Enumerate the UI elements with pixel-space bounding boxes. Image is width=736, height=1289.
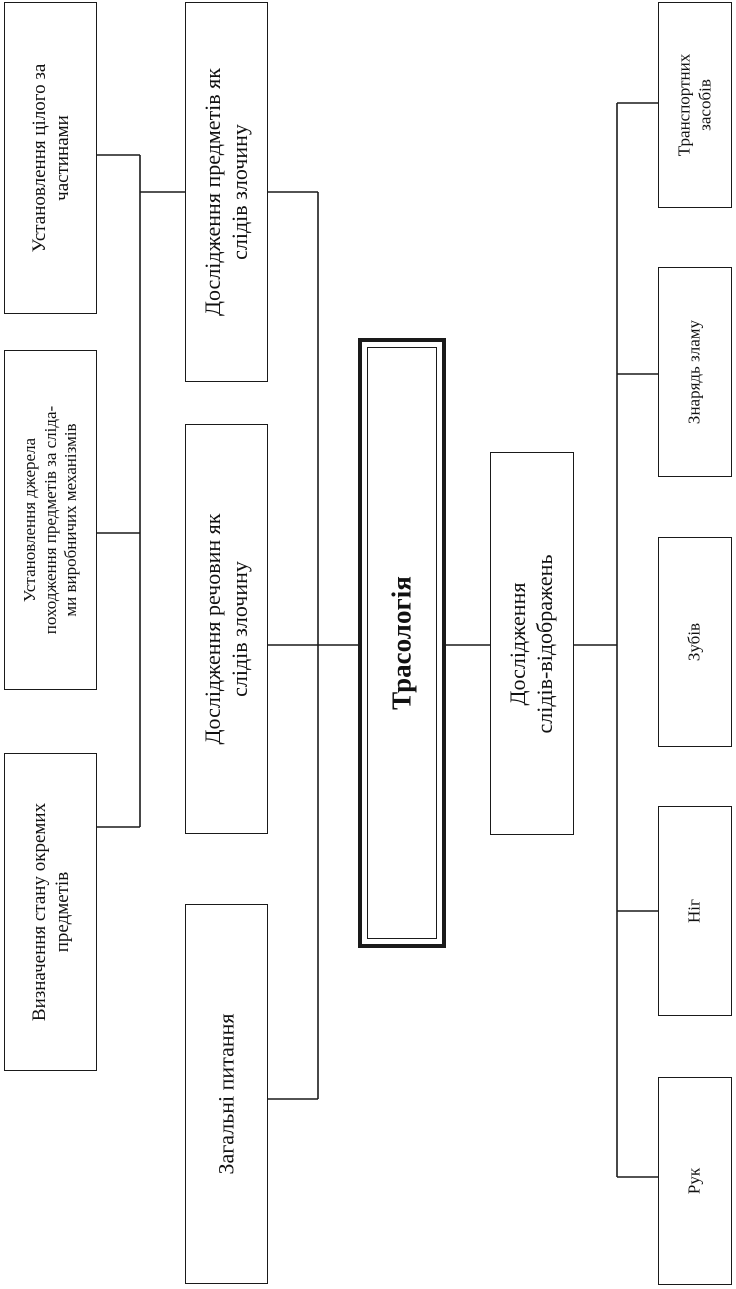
- node-center: Трасологія: [358, 338, 446, 948]
- node-hands: Рук: [658, 1077, 732, 1285]
- node-substances-study-label: Дослідження речовин як слідів злочину: [199, 513, 252, 745]
- node-general-label: Загальні питання: [213, 1013, 239, 1175]
- node-feet: Ніг: [658, 806, 732, 1016]
- node-items-study-label: Дослідження предметів як слідів злочину: [199, 68, 252, 316]
- node-teeth-label: Зубів: [684, 622, 704, 662]
- node-center-label: Трасологія: [386, 576, 417, 710]
- node-hands-label: Рук: [684, 1167, 704, 1195]
- node-origin-source: Установлення джерела походження предметі…: [4, 350, 97, 690]
- node-vehicles-label: Транспортних засобів: [674, 53, 714, 157]
- node-origin-source-label: Установлення джерела походження предметі…: [19, 405, 80, 635]
- node-substances-study: Дослідження речовин як слідів злочину: [185, 424, 268, 834]
- node-imprints-study: Дослідження слідів-відображень: [490, 452, 574, 835]
- node-vehicles: Транспортних засобів: [658, 2, 732, 208]
- node-imprints-study-label: Дослідження слідів-відображень: [505, 554, 557, 734]
- node-burglary-tools-label: Знарядь зламу: [684, 319, 704, 425]
- node-center-inner-border: Трасологія: [367, 347, 437, 939]
- node-condition: Визначення стану окремих предметів: [4, 753, 97, 1071]
- node-feet-label: Ніг: [684, 899, 704, 923]
- node-teeth: Зубів: [658, 537, 732, 747]
- node-condition-label: Визначення стану окремих предметів: [28, 802, 73, 1022]
- node-whole-by-parts: Установлення цілого за частинами: [4, 2, 97, 314]
- node-whole-by-parts-label: Установлення цілого за частинами: [28, 63, 73, 253]
- node-items-study: Дослідження предметів як слідів злочину: [185, 2, 268, 382]
- node-burglary-tools: Знарядь зламу: [658, 267, 732, 477]
- node-general: Загальні питання: [185, 904, 268, 1284]
